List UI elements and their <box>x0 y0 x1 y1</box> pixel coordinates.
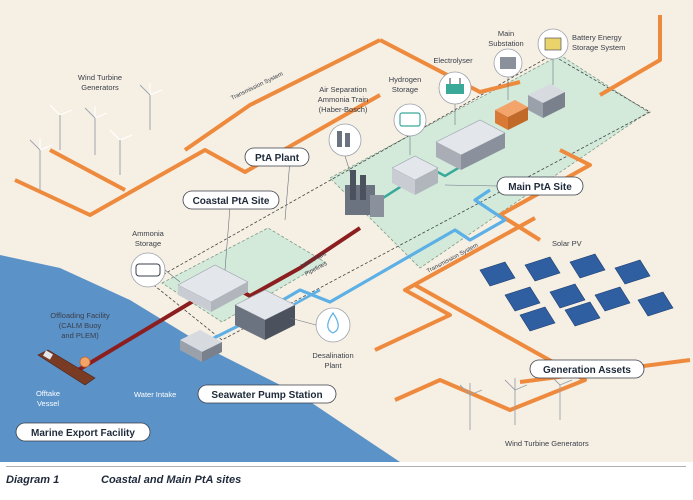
transmission-line-top-west <box>14 93 381 217</box>
pta-plant-label: PtA Plant <box>255 153 300 164</box>
solar-panel-icon <box>637 291 674 317</box>
hydrogen-storage-tanks <box>391 155 439 195</box>
solar-panel-icon <box>614 259 651 285</box>
coastal-pta-site-pill: Coastal PtA Site <box>182 190 280 210</box>
electrolyser-building <box>435 119 506 170</box>
desalination-plant-label-line2: Plant <box>324 361 342 370</box>
seawater-pump-station-building <box>180 330 222 362</box>
offtake-vessel-label-line1: Offtake <box>36 389 60 398</box>
air-separation-unit <box>345 170 384 217</box>
solar-panel-icon <box>594 286 631 312</box>
transmission-branch-mid <box>183 38 381 152</box>
main-substation-label-line2: Substation <box>488 39 523 48</box>
caption-number: Diagram 1 <box>6 474 60 486</box>
coastal-pta-site-label: Coastal PtA Site <box>193 196 270 207</box>
solar-panel-icon <box>519 306 556 332</box>
offloading-facility-label-line3: and PLEM) <box>61 331 99 340</box>
hydrogen-storage-callout <box>393 103 427 137</box>
wind-turbine-cluster-top-outline <box>29 84 151 190</box>
transmission-line-top <box>379 38 521 94</box>
solar-panel-icon <box>479 261 516 287</box>
ammonia-storage-tanks <box>177 264 249 312</box>
figure-caption: Diagram 1 Coastal and Main PtA sites <box>6 474 686 494</box>
main-substation-building <box>495 100 528 130</box>
desalination-plant-label-line1: Desalination <box>312 351 353 360</box>
electrolyser-callout <box>438 71 472 105</box>
caption-divider <box>6 466 686 467</box>
battery-storage-building <box>528 84 565 118</box>
offtake-vessel-label-line2: Vessel <box>37 399 59 408</box>
wind-turbine-generators-label-line2: Generators <box>81 83 119 92</box>
calm-buoy-icon <box>79 356 91 368</box>
transmission-line-northeast <box>598 15 662 97</box>
main-pta-site-pill: Main PtA Site <box>496 176 584 196</box>
main-substation-callout <box>493 48 523 78</box>
wind-turbine-generators-label-line1: Wind Turbine <box>78 73 122 82</box>
electrolyser-label: Electrolyser <box>433 56 473 65</box>
offloading-facility-label-line1: Offloading Facility <box>50 311 110 320</box>
transmission-line-south <box>374 216 536 352</box>
air-separation-label-line2: Ammonia Train <box>318 95 368 104</box>
ammonia-storage-label-line1: Ammonia <box>132 229 165 238</box>
desalination-building <box>234 289 296 340</box>
main-pta-site-zone <box>329 54 649 269</box>
generation-assets-label: Generation Assets <box>543 365 631 376</box>
pta-plant-pill: PtA Plant <box>244 147 310 167</box>
generation-assets-pill: Generation Assets <box>529 359 645 379</box>
battery-storage-label-line1: Battery Energy <box>572 33 622 42</box>
wind-turbine-icon <box>504 378 528 425</box>
wind-turbine-generators-bottom-label: Wind Turbine Generators <box>505 439 589 448</box>
solar-pv-array <box>479 253 674 332</box>
air-separation-label-line3: (Haber-Bosch) <box>319 105 368 114</box>
transmission-line-bottom <box>394 283 587 412</box>
ammonia-storage-callout <box>130 252 166 288</box>
hydrogen-storage-label-line1: Hydrogen <box>389 75 422 84</box>
seawater-pump-station-label: Seawater Pump Station <box>211 390 322 401</box>
air-separation-label-line1: Air Separation <box>319 85 367 94</box>
solar-panel-icon <box>549 283 586 309</box>
water-intake-label: Water Intake <box>134 390 176 399</box>
solar-panel-icon <box>564 301 601 327</box>
pta-site-diagram: PtA Plant Coastal PtA Site Main PtA Site… <box>0 0 693 462</box>
main-pta-site-label: Main PtA Site <box>508 182 572 193</box>
marine-export-facility-pill: Marine Export Facility <box>15 422 151 442</box>
solar-panel-icon <box>504 286 541 312</box>
wind-turbine-cluster-bottom <box>459 374 573 430</box>
caption-title: Coastal and Main PtA sites <box>101 474 242 486</box>
offloading-facility-label-line2: (CALM Buoy <box>59 321 102 330</box>
seawater-pump-station-pill: Seawater Pump Station <box>197 384 337 404</box>
transmission-branch-short <box>49 148 126 192</box>
air-separation-callout <box>328 123 362 157</box>
solar-pv-label: Solar PV <box>552 239 582 248</box>
solar-panel-icon <box>569 253 606 279</box>
battery-storage-callout <box>537 28 569 60</box>
desalination-callout <box>315 307 351 343</box>
main-substation-label-line1: Main <box>498 29 514 38</box>
leader-lines <box>164 59 554 326</box>
wind-turbine-icon <box>459 383 483 430</box>
offtake-vessel <box>37 349 96 386</box>
solar-panel-icon <box>524 256 561 282</box>
marine-export-facility-label: Marine Export Facility <box>31 428 135 439</box>
ammonia-storage-label-line2: Storage <box>135 239 161 248</box>
battery-storage-label-line2: Storage System <box>572 43 625 52</box>
hydrogen-storage-label-line2: Storage <box>392 85 418 94</box>
